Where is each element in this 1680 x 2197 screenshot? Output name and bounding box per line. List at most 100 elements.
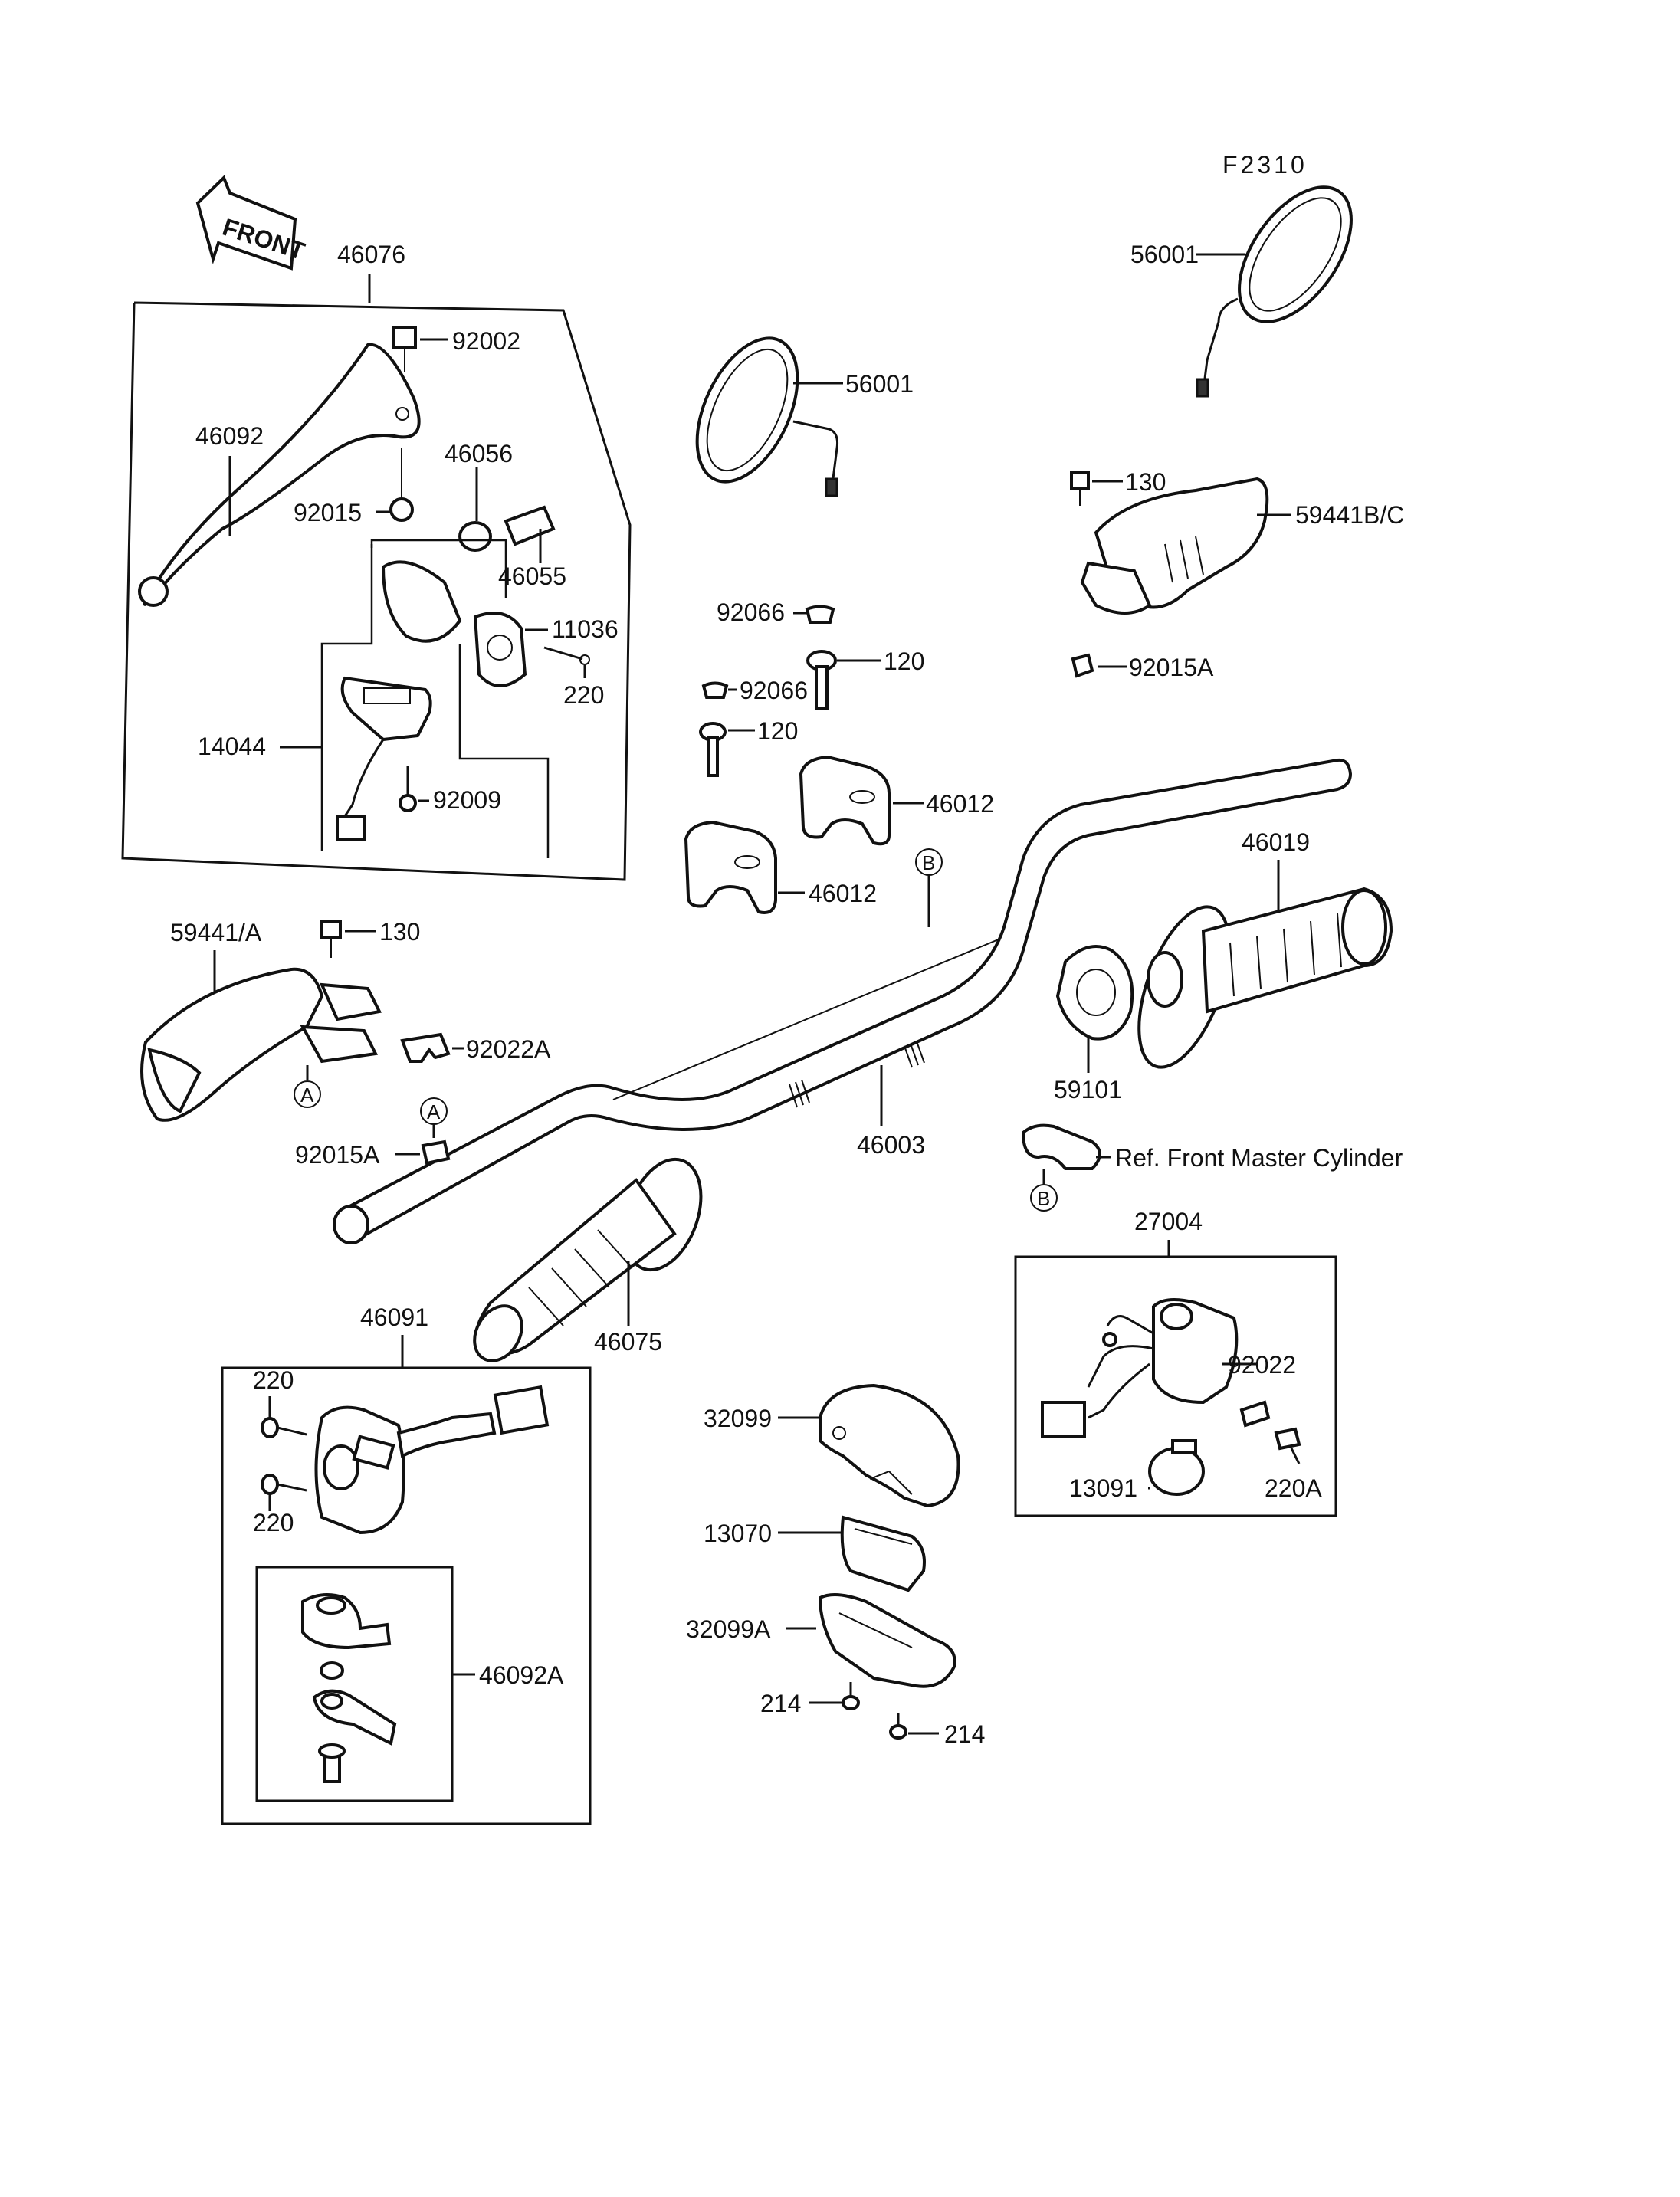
cap-92066-a: [805, 605, 835, 624]
screw-214-a: [842, 1695, 860, 1710]
cable-guide-59101: [1055, 945, 1134, 1041]
mirror-right-group: 56001: [1130, 185, 1353, 398]
label-120-b: 120: [757, 717, 798, 745]
throttle-group: 46019 59101: [1054, 828, 1393, 1103]
cable-case-group: 32099 13070 32099A 214 214: [686, 1383, 985, 1748]
label-92015A-left: 92015A: [295, 1141, 380, 1169]
bolt-92002: [392, 326, 417, 349]
label-92009: 92009: [433, 786, 501, 814]
label-220-sw2: 220: [253, 1509, 294, 1536]
bolt-46055: [504, 505, 556, 546]
clip-92022A: [400, 1032, 451, 1063]
label-59101: 59101: [1054, 1076, 1122, 1103]
nut-92015A-left: [421, 1139, 451, 1166]
holder-bolts-group: 92066 120 92066 120: [699, 598, 924, 777]
label-32099: 32099: [704, 1405, 772, 1432]
reference-note: Ref. Front Master Cylinder: [1115, 1144, 1403, 1172]
block-13070: [840, 1515, 926, 1592]
label-46092A: 46092A: [479, 1661, 564, 1689]
callout-B-clamp: B: [1037, 1187, 1050, 1210]
label-11036: 11036: [552, 615, 619, 643]
lever-46092: [143, 343, 421, 606]
label-46055: 46055: [498, 562, 566, 590]
label-92015A-right: 92015A: [1129, 654, 1214, 681]
callout-A-guard: A: [300, 1084, 314, 1107]
switch-46091-group: 46091 220 220 46092A: [221, 1303, 592, 1825]
label-46019: 46019: [1242, 828, 1310, 856]
label-92066-a: 92066: [717, 598, 785, 626]
screw-220-sw1: [261, 1417, 279, 1438]
label-14044: 14044: [198, 733, 266, 760]
label-46075: 46075: [594, 1328, 662, 1356]
clamp-ref: [1021, 1123, 1101, 1170]
switch-46091-box: [221, 1366, 592, 1825]
left-grip-group: 46075: [473, 1157, 703, 1362]
label-46091: 46091: [360, 1303, 428, 1331]
handlebar-group: 46003 B: [333, 758, 1353, 1244]
label-92066-b: 92066: [740, 677, 808, 704]
holder-46012-a: [799, 755, 891, 846]
lever-assembly-box: [121, 301, 632, 881]
label-46076: 46076: [337, 241, 405, 268]
label-27004: 27004: [1134, 1208, 1203, 1235]
mirror-56001-right: [1238, 185, 1353, 323]
clip-92022: [1239, 1400, 1271, 1428]
callout-A-nut: A: [427, 1100, 441, 1123]
holder-46012-b: [684, 820, 777, 914]
label-59441BC: 59441B/C: [1295, 501, 1404, 529]
handguard-left-group: 59441/A 130 92022A A A 92015A: [140, 918, 551, 1169]
label-220-sw1: 220: [253, 1366, 294, 1394]
handlebar-46003: [339, 758, 1353, 1240]
bracket-11036: [381, 560, 462, 643]
bolt-130-left: [320, 920, 342, 939]
front-direction-arrow: FRONT: [195, 175, 308, 271]
label-120-a: 120: [884, 648, 924, 675]
knob-part: [301, 1593, 392, 1650]
label-220A: 220A: [1265, 1474, 1322, 1502]
handguard-right-group: 130 59441B/C 92015A: [1070, 468, 1404, 681]
case-32099A: [818, 1593, 956, 1688]
label-92015: 92015: [294, 499, 362, 526]
holders-group: 46012 46012: [684, 755, 994, 914]
label-46012-b: 46012: [809, 880, 877, 907]
label-56001-left: 56001: [845, 370, 914, 398]
label-13070: 13070: [704, 1520, 772, 1547]
label-214-b: 214: [944, 1720, 985, 1748]
figure-code: F2310: [1222, 151, 1308, 179]
label-130-right: 130: [1125, 468, 1166, 496]
callout-B-handlebar: B: [922, 851, 935, 874]
label-92022: 92022: [1228, 1351, 1296, 1379]
label-92002: 92002: [452, 327, 520, 355]
collar-92015: [389, 497, 414, 522]
switch-housing-46091: [314, 1405, 405, 1535]
nut-92015A-right: [1071, 653, 1094, 678]
screw-220A: [1274, 1427, 1301, 1451]
washer-part: [320, 1661, 344, 1680]
screw-214-b: [889, 1724, 907, 1740]
label-32099A: 32099A: [686, 1615, 771, 1643]
label-46003: 46003: [857, 1131, 925, 1159]
mirror-56001-left: [695, 336, 799, 484]
mirror-left-group: 56001: [695, 336, 914, 497]
label-59441A: 59441/A: [170, 919, 262, 946]
label-214-a: 214: [760, 1690, 801, 1717]
switch-27004-group: 27004 92022 13091 220A: [1014, 1208, 1337, 1517]
label-220-top: 220: [563, 681, 604, 709]
label-130-left: 130: [379, 918, 420, 946]
cap-92066-b: [701, 681, 729, 699]
label-46092: 46092: [195, 422, 264, 450]
label-92022A: 92022A: [466, 1035, 551, 1063]
bolt-130-right: [1070, 471, 1090, 490]
case-32099: [819, 1383, 960, 1508]
clamp-13091: [1148, 1447, 1205, 1496]
label-56001-right: 56001: [1130, 241, 1199, 268]
label-46012-a: 46012: [926, 790, 994, 818]
lever-assembly-group: 46076 92002 46092 92015 46056 46055 1103: [121, 241, 632, 881]
sub-box-46092A: [255, 1566, 454, 1802]
label-46056: 46056: [445, 440, 513, 467]
master-cylinder-ref-group: Ref. Front Master Cylinder B: [1021, 1123, 1403, 1212]
switch-27004-box: [1014, 1255, 1337, 1517]
adjuster-46056: [458, 521, 492, 552]
label-13091: 13091: [1069, 1474, 1137, 1502]
